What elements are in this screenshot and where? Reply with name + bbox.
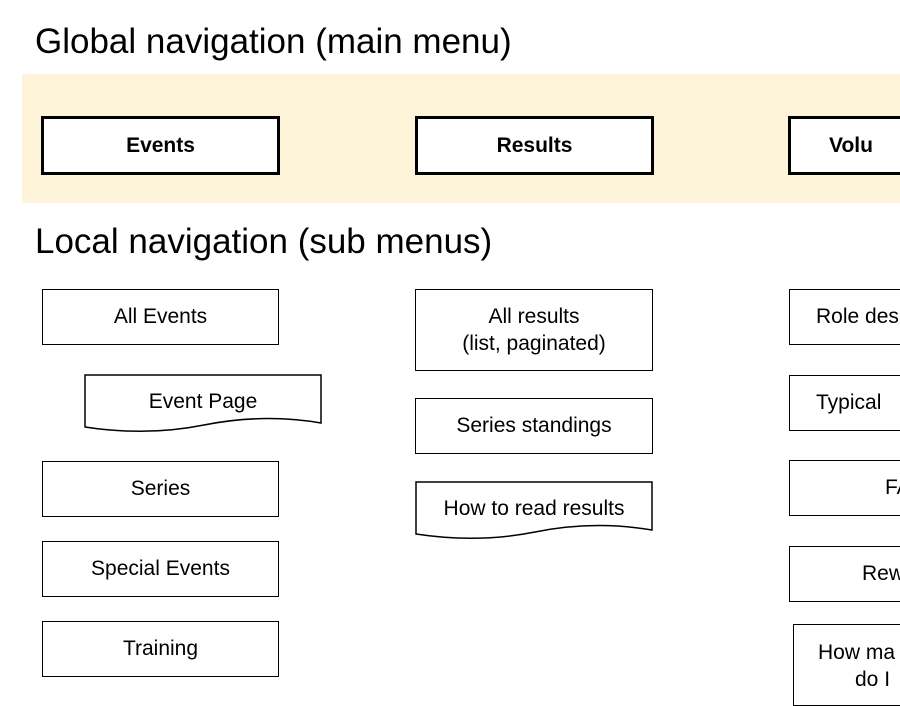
submenu-training-label: Training xyxy=(122,637,199,661)
submenu-all-results[interactable]: All results (list, paginated) xyxy=(415,289,653,371)
submenu-how-to-read-shape xyxy=(415,481,653,540)
submenu-role-description[interactable]: Role des xyxy=(789,289,900,345)
submenu-how-to-read[interactable]: How to read results xyxy=(415,483,653,535)
submenu-how-to-read-label: How to read results xyxy=(443,497,625,520)
global-navigation-heading: Global navigation (main menu) xyxy=(35,22,512,61)
submenu-typical-label: Typical xyxy=(816,391,882,415)
submenu-event-page[interactable]: Event Page xyxy=(84,376,322,428)
main-menu-results[interactable]: Results xyxy=(415,116,654,175)
submenu-special-events[interactable]: Special Events xyxy=(42,541,279,597)
submenu-rewards[interactable]: Rew xyxy=(789,546,900,602)
submenu-typical[interactable]: Typical xyxy=(789,375,900,431)
submenu-series-standings-label: Series standings xyxy=(456,414,612,438)
submenu-role-description-label: Role des xyxy=(816,305,899,329)
submenu-series[interactable]: Series xyxy=(42,461,279,517)
main-menu-events[interactable]: Events xyxy=(41,116,280,175)
main-menu-volunteer[interactable]: Volu xyxy=(788,116,900,175)
main-menu-volunteer-label: Volu xyxy=(829,133,873,157)
submenu-event-page-shape xyxy=(84,374,322,433)
submenu-faq[interactable]: FA xyxy=(789,460,900,516)
submenu-series-standings[interactable]: Series standings xyxy=(415,398,653,454)
submenu-how-many-line1: How ma xyxy=(818,641,896,664)
submenu-all-results-line1: All results xyxy=(488,304,580,328)
submenu-all-events[interactable]: All Events xyxy=(42,289,279,345)
submenu-how-many-line2: do I xyxy=(855,668,891,692)
submenu-all-events-label: All Events xyxy=(113,305,208,329)
submenu-all-results-line2: (list, paginated) xyxy=(462,332,606,355)
main-menu-results-label: Results xyxy=(496,133,573,157)
submenu-series-label: Series xyxy=(130,477,191,501)
local-navigation-heading: Local navigation (sub menus) xyxy=(35,222,493,261)
submenu-special-events-label: Special Events xyxy=(91,557,230,581)
submenu-rewards-label: Rew xyxy=(862,562,900,586)
submenu-faq-label: FA xyxy=(885,476,900,500)
submenu-how-many[interactable]: How ma do I xyxy=(793,624,900,706)
main-menu-events-label: Events xyxy=(126,133,195,157)
submenu-event-page-label: Event Page xyxy=(148,390,258,413)
submenu-training[interactable]: Training xyxy=(42,621,279,677)
